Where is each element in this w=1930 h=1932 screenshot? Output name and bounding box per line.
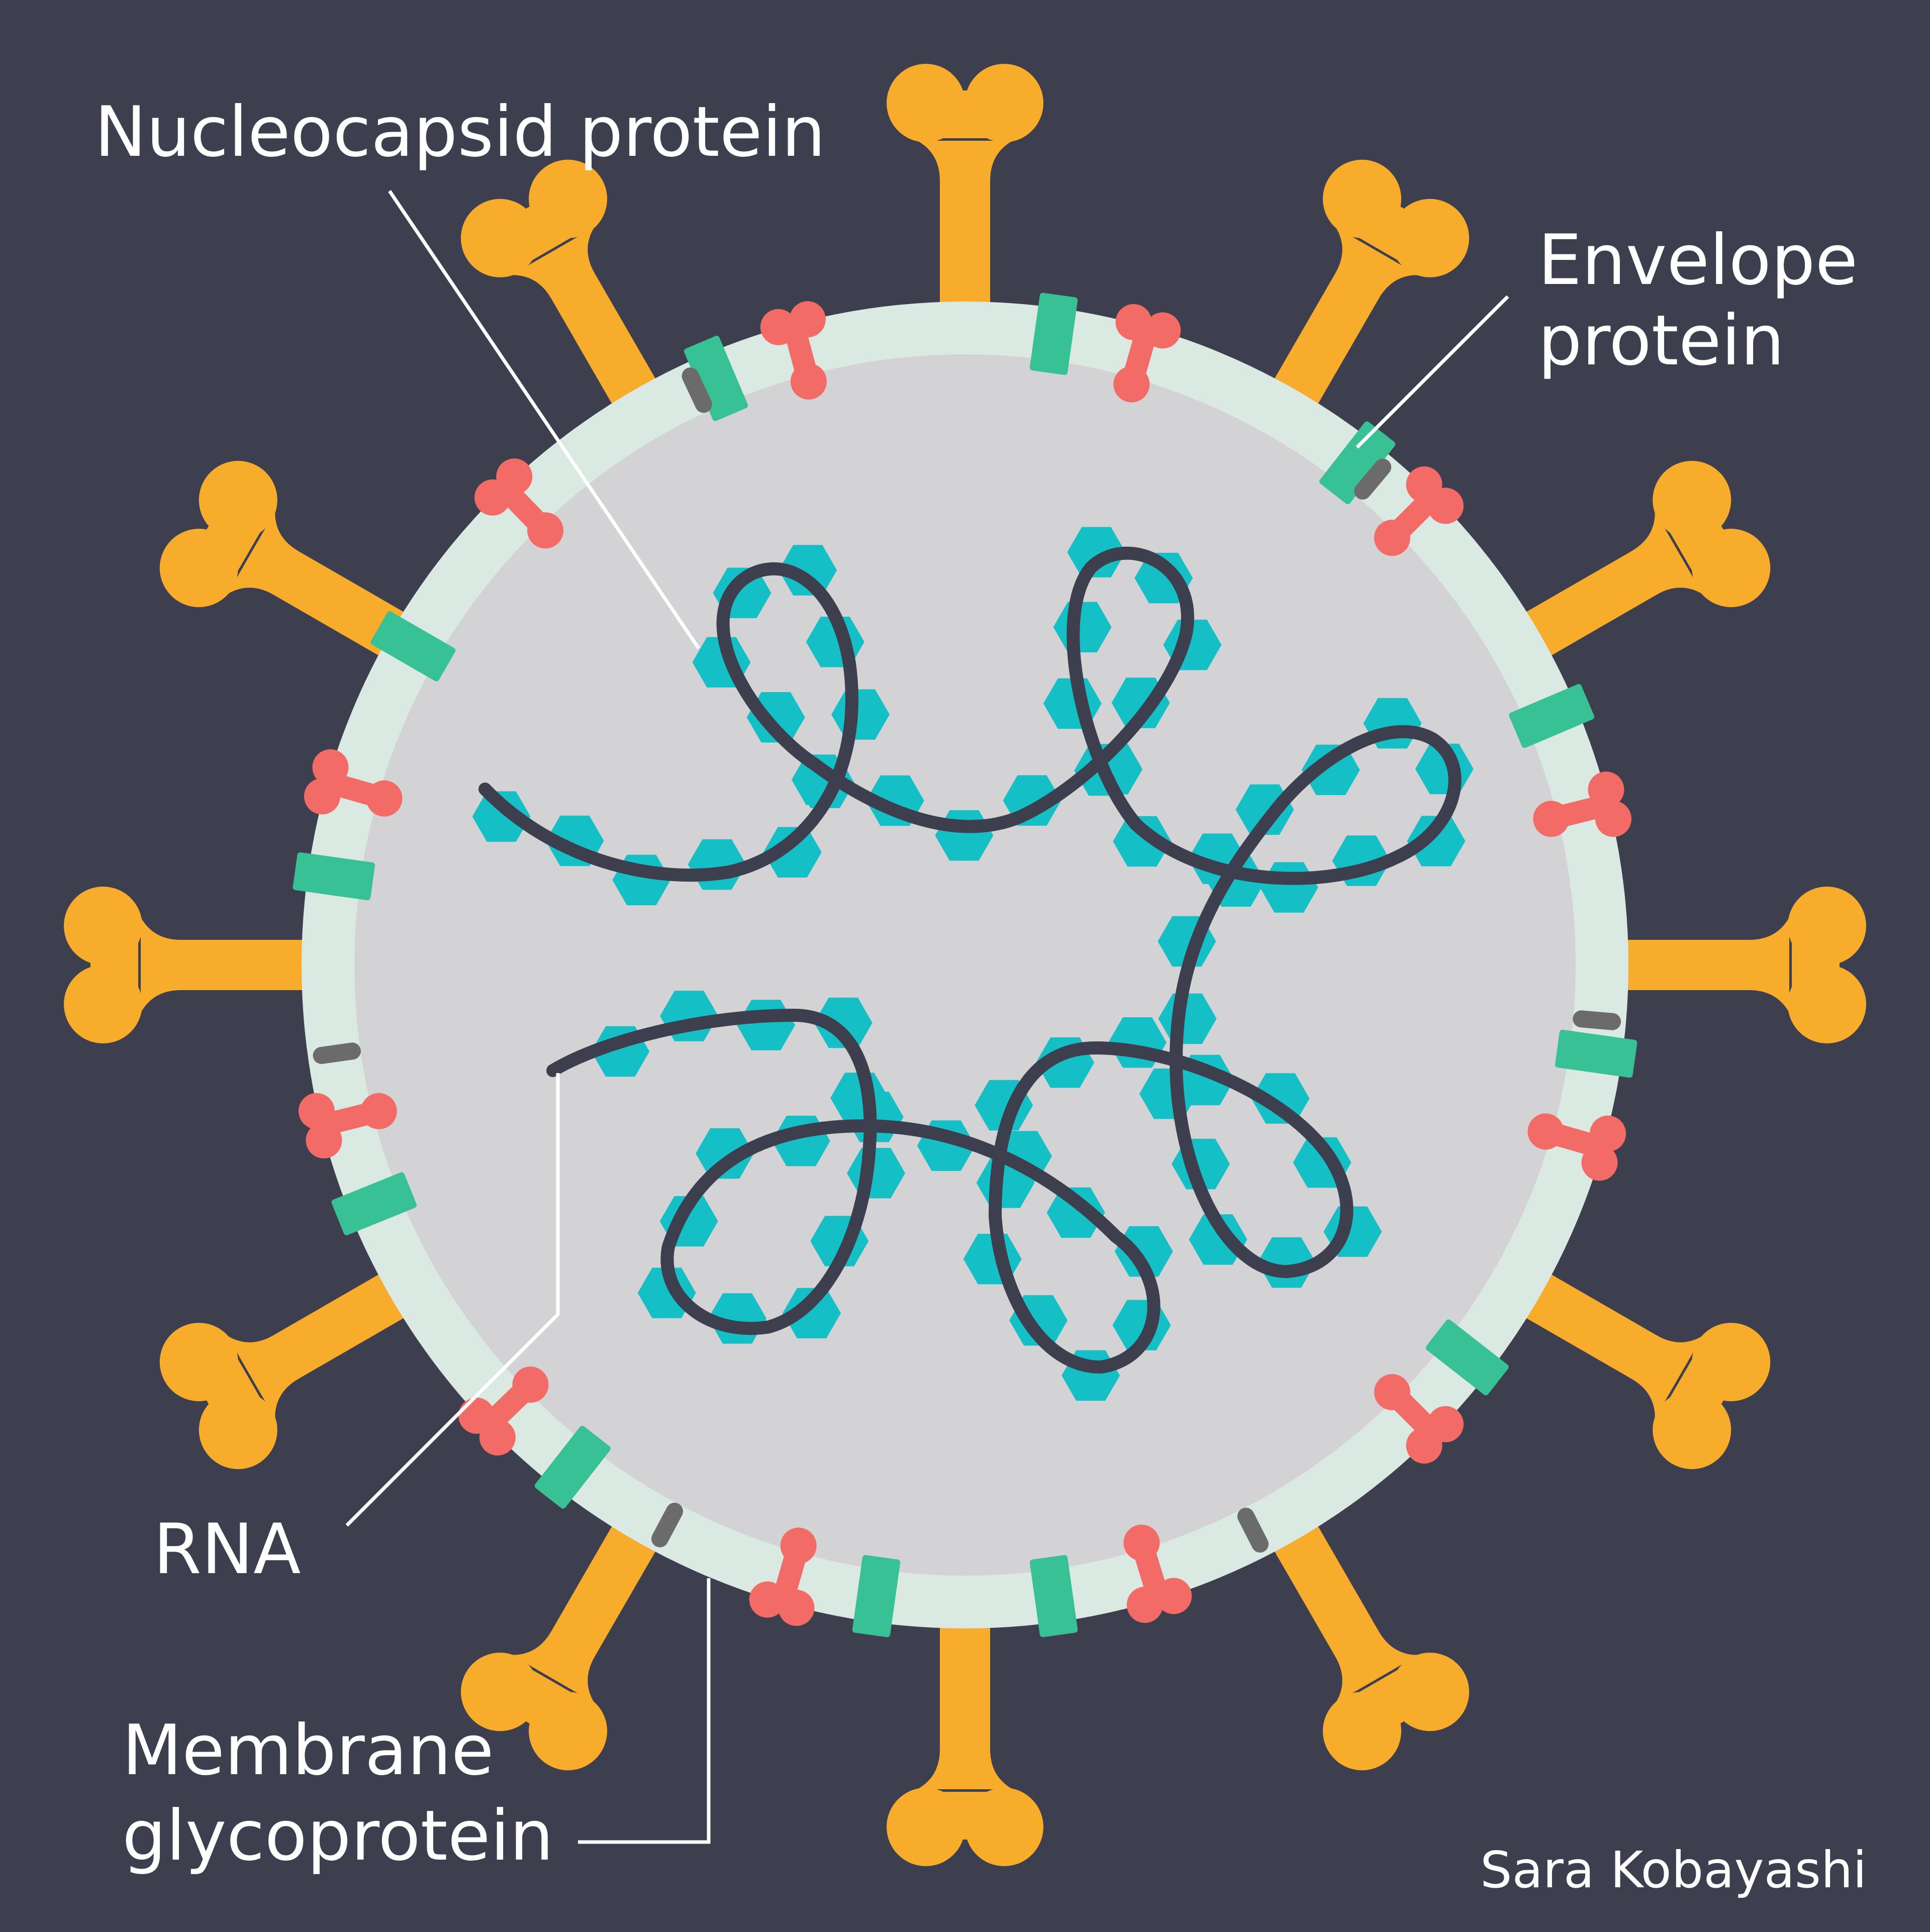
spike-protein: [1484, 460, 1771, 679]
membrane-glycoprotein: [370, 611, 456, 682]
nucleocapsid-protein-unit: [1301, 744, 1360, 795]
membrane-glycoprotein: [1029, 1555, 1078, 1637]
label-membrane-glycoprotein-line2: glycoprotein: [122, 1795, 553, 1876]
nucleocapsid-protein-unit: [1046, 1187, 1105, 1238]
rna-strands: [478, 546, 1462, 1374]
hemagglutinin-esterase: [760, 301, 827, 400]
envelope-protein: [313, 1042, 361, 1064]
membrane-glycoprotein: [1029, 293, 1078, 375]
hemagglutinin-esterase: [299, 1093, 397, 1158]
membrane-glycoprotein: [684, 336, 748, 421]
hemagglutinin-esterase: [304, 749, 403, 817]
membrane-glycoprotein: [1425, 1319, 1509, 1396]
membrane-glycoprotein: [1509, 684, 1594, 748]
nucleocapsid-protein-unit: [1251, 1073, 1310, 1124]
hemagglutinin-esterase: [1123, 1524, 1192, 1623]
leader-nucleocapsid: [388, 190, 700, 649]
membrane-glycoprotein: [534, 1425, 611, 1509]
envelope-protein: [1573, 1010, 1621, 1030]
label-rna: RNA: [153, 1509, 301, 1590]
membrane-glycoprotein: [293, 852, 375, 901]
envelope-protein: [651, 1502, 684, 1548]
envelope-protein: [1354, 458, 1392, 500]
hemagglutinin-esterase: [749, 1527, 817, 1626]
nucleocapsid-protein-unit: [1113, 816, 1172, 867]
hemagglutinin-esterase: [458, 1366, 549, 1456]
label-nucleocapsid-protein: Nucleocapsid protein: [94, 91, 826, 172]
nucleocapsid-protein-unit: [814, 997, 873, 1048]
label-envelope-protein-line2: protein: [1538, 300, 1785, 381]
hemagglutinin-esterase: [1527, 1113, 1626, 1181]
hemagglutinin-esterase: [1374, 1374, 1464, 1464]
nucleocapsid-protein-unit: [779, 545, 837, 596]
spike-protein: [1484, 1251, 1771, 1470]
nucleocapsid-protein-unit: [763, 827, 822, 878]
membrane-glycoprotein: [1555, 1029, 1637, 1078]
label-membrane-glycoprotein-line1: Membrane: [122, 1710, 494, 1791]
leader-envelope: [1356, 295, 1509, 449]
nucleocapsid-protein-unit: [472, 791, 531, 842]
label-envelope-protein-line1: Envelope: [1538, 220, 1858, 301]
membrane-glycoprotein: [1319, 421, 1396, 505]
nucleocapsid-protein-unit: [1407, 816, 1466, 866]
rna-strand-upper-left: [478, 546, 1462, 1374]
nucleocapsid-protein-unit: [783, 1288, 841, 1338]
nucleocapsid-protein-unit: [696, 1128, 754, 1179]
author-credit: Sara Kobayashi: [1480, 1841, 1867, 1899]
hemagglutinin-esterase: [1533, 771, 1631, 837]
hemagglutinin-esterase: [474, 458, 564, 549]
leader-membrane-glycoprotein: [578, 1578, 711, 1844]
membrane-glycoprotein: [852, 1555, 901, 1637]
leader-rna: [345, 1073, 560, 1527]
nucleocapsid-protein-unit: [1114, 1226, 1173, 1277]
hemagglutinin-esterase: [1113, 304, 1181, 403]
hemagglutinin-esterase: [1374, 466, 1464, 556]
membrane-glycoprotein: [331, 1172, 417, 1235]
envelope-protein: [1237, 1507, 1269, 1553]
label-leader-lines: [345, 190, 1509, 1844]
surface-proteins: [293, 293, 1637, 1637]
envelope-protein: [682, 367, 712, 413]
nucleocapsid-protein-unit: [1067, 527, 1126, 577]
